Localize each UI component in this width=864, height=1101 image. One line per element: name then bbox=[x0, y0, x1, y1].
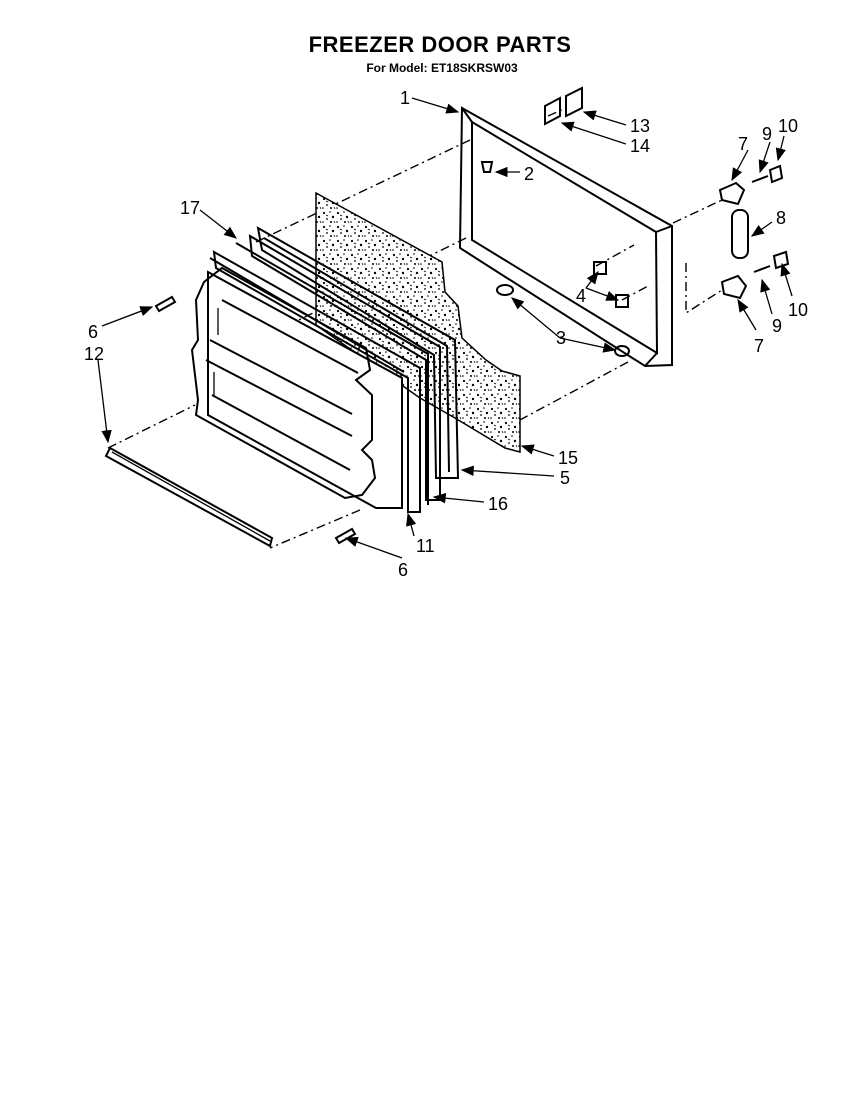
callout-10-bottom: 10 bbox=[788, 300, 808, 320]
callout-12: 12 bbox=[84, 344, 104, 364]
callout-8: 8 bbox=[776, 208, 786, 228]
callout-9-bottom: 9 bbox=[772, 316, 782, 336]
callout-numbers: 1 2 3 4 5 6 6 7 7 8 9 9 10 10 11 12 13 1… bbox=[84, 88, 808, 580]
screw-parts bbox=[154, 295, 357, 545]
callout-7-bottom: 7 bbox=[754, 336, 764, 356]
callout-17: 17 bbox=[180, 198, 200, 218]
leader-lines bbox=[97, 97, 793, 559]
callout-6-bottom: 6 bbox=[398, 560, 408, 580]
callout-13: 13 bbox=[630, 116, 650, 136]
callout-9-top: 9 bbox=[762, 124, 772, 144]
callout-4: 4 bbox=[576, 286, 586, 306]
callout-7-top: 7 bbox=[738, 134, 748, 154]
door-shelf-bar bbox=[104, 446, 274, 548]
callout-11: 11 bbox=[416, 536, 435, 556]
callout-10-top: 10 bbox=[778, 116, 798, 136]
hinge-parts bbox=[718, 164, 790, 300]
door-liner bbox=[190, 266, 403, 509]
callout-5: 5 bbox=[560, 468, 570, 488]
model-subtitle: For Model: ET18SKRSW03 bbox=[366, 61, 518, 75]
callout-14: 14 bbox=[630, 136, 650, 156]
callout-16: 16 bbox=[488, 494, 508, 514]
callout-3: 3 bbox=[556, 328, 566, 348]
callout-1: 1 bbox=[400, 88, 410, 108]
page-title: FREEZER DOOR PARTS bbox=[308, 32, 572, 57]
callout-2: 2 bbox=[524, 164, 534, 184]
door-small-parts bbox=[480, 86, 630, 357]
callout-6-left: 6 bbox=[88, 322, 98, 342]
callout-15: 15 bbox=[558, 448, 578, 468]
